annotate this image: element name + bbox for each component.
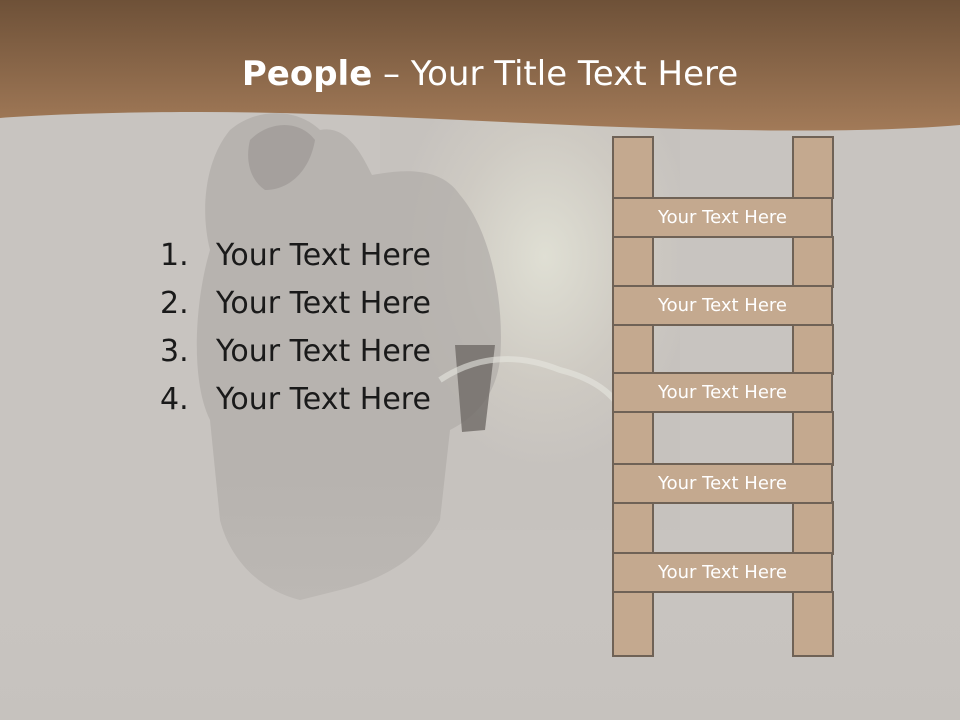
- list-number: 1.: [160, 238, 189, 273]
- list-number: 4.: [160, 382, 189, 417]
- ladder-left-rail: [612, 324, 654, 375]
- list-text: Your Text Here: [216, 382, 431, 417]
- list-item: 3. Your Text Here: [160, 330, 431, 378]
- ladder-right-rail: [792, 411, 834, 466]
- ladder-rung: Your Text Here: [612, 372, 833, 413]
- list-number: 2.: [160, 286, 189, 321]
- list-text: Your Text Here: [216, 334, 431, 369]
- ladder-left-rail: [612, 136, 654, 199]
- list-number: 3.: [160, 334, 189, 369]
- ladder-right-rail: [792, 136, 834, 199]
- ladder-rung: Your Text Here: [612, 463, 833, 504]
- ladder-rung: Your Text Here: [612, 197, 833, 238]
- ladder-left-rail: [612, 236, 654, 288]
- list-text: Your Text Here: [216, 238, 431, 273]
- list-item: 2. Your Text Here: [160, 282, 431, 330]
- ladder-right-rail: [792, 501, 834, 555]
- title-bold-word: People: [241, 54, 373, 94]
- ladder-right-rail: [792, 236, 834, 288]
- header-band: [0, 0, 960, 131]
- ladder-right-rail: [792, 591, 834, 657]
- list-item: 4. Your Text Here: [160, 378, 431, 426]
- ladder-left-rail: [612, 411, 654, 466]
- slide-title: People – Your Title Text Here: [0, 52, 960, 96]
- ladder-left-rail: [612, 501, 654, 555]
- ladder-left-rail: [612, 591, 654, 657]
- title-rest: – Your Title Text Here: [372, 54, 739, 94]
- list-text: Your Text Here: [216, 286, 431, 321]
- ladder-rung: Your Text Here: [612, 552, 833, 593]
- ladder-rung: Your Text Here: [612, 285, 833, 326]
- list-item: 1. Your Text Here: [160, 234, 431, 282]
- numbered-list: 1. Your Text Here 2. Your Text Here 3. Your…: [160, 234, 431, 426]
- ladder-right-rail: [792, 324, 834, 375]
